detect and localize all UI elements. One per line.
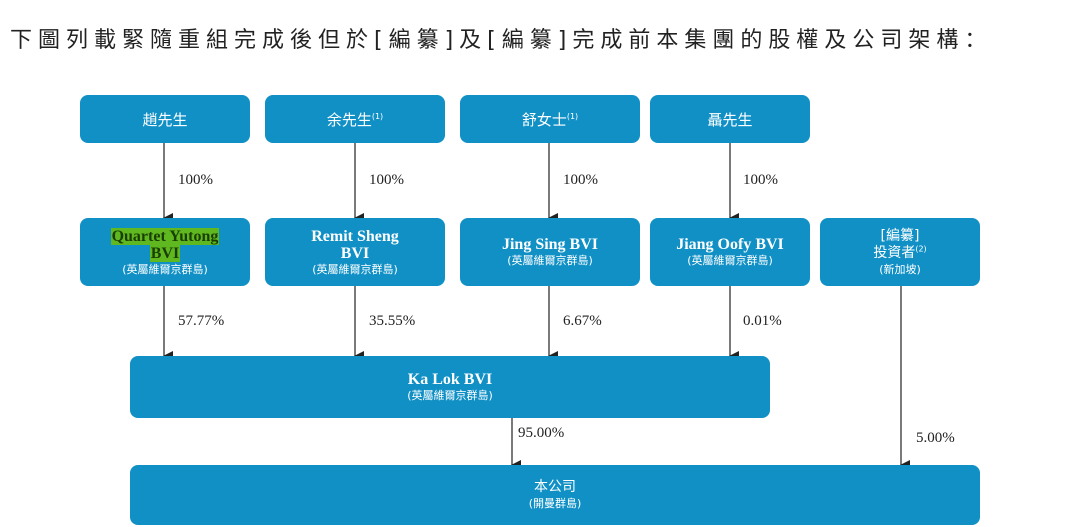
entity-jiang-oofy-box: Jiang Oofy BVI (英屬維爾京群島) — [650, 218, 810, 286]
shareholder-shu-box: 舒女士(1) — [460, 95, 640, 143]
entity-name-line2: BVI — [149, 244, 181, 262]
holding-pct-label: 100% — [178, 172, 213, 188]
investor-name-line2: 投資者(2) — [873, 243, 927, 261]
entity-jing-sing-box: Jing Sing BVI (英屬維爾京群島) — [460, 218, 640, 286]
shareholder-name: 余先生(1) — [326, 110, 384, 129]
entity-name-line1: Jiang Oofy BVI — [676, 236, 784, 253]
entity-jurisdiction: (英屬維爾京群島) — [122, 262, 208, 276]
shareholder-zhao-box: 趙先生 — [80, 95, 250, 143]
holding-pct-label: 100% — [743, 172, 778, 188]
holding-pct-label: 100% — [369, 172, 404, 188]
company-box: 本公司 (開曼群島) — [130, 465, 980, 525]
entity-name-line2: BVI — [340, 244, 370, 262]
kalok-pct-label: 0.01% — [743, 313, 782, 329]
entity-remit-sheng-box: Remit Sheng BVI (英屬維爾京群島) — [265, 218, 445, 286]
shareholder-name: 聶先生 — [707, 110, 753, 129]
shareholder-name: 趙先生 — [142, 110, 188, 129]
company-jurisdiction: (開曼群島) — [528, 497, 582, 510]
investor-name-line1: [編纂] — [880, 227, 920, 244]
kalok-jurisdiction: (英屬維爾京群島) — [407, 389, 493, 402]
holding-pct-label: 100% — [563, 172, 598, 188]
entity-jurisdiction: (英屬維爾京群島) — [312, 262, 398, 276]
kalok-pct-label: 6.67% — [563, 313, 602, 329]
entity-jurisdiction: (英屬維爾京群島) — [687, 254, 773, 267]
entity-name-line1: Remit Sheng — [311, 227, 399, 245]
kalok-pct-label: 35.55% — [369, 313, 416, 329]
entity-jurisdiction: (英屬維爾京群島) — [507, 254, 593, 267]
kalok-pct-label: 57.77% — [178, 313, 225, 329]
shareholder-nie-box: 聶先生 — [650, 95, 810, 143]
company-name: 本公司 — [534, 479, 576, 495]
entity-ka-lok-box: Ka Lok BVI (英屬維爾京群島) — [130, 356, 770, 418]
investor-jurisdiction: (新加坡) — [879, 262, 921, 276]
shareholder-name: 舒女士(1) — [521, 110, 579, 129]
entity-name-line1: Quartet Yutong — [110, 227, 220, 245]
page-heading: 下圖列載緊隨重組完成後但於[編纂]及[編纂]完成前本集團的股權及公司架構： — [10, 28, 993, 53]
entity-quartet-yutong-box: Quartet Yutong BVI (英屬維爾京群島) — [80, 218, 250, 286]
shareholder-yu-box: 余先生(1) — [265, 95, 445, 143]
company-pct-kalok-label: 95.00% — [518, 425, 565, 441]
entity-investor-box: [編纂] 投資者(2) (新加坡) — [820, 218, 980, 286]
entity-name-line1: Jing Sing BVI — [501, 236, 599, 253]
kalok-name: Ka Lok BVI — [407, 371, 493, 388]
company-pct-investor-label: 5.00% — [916, 430, 955, 446]
